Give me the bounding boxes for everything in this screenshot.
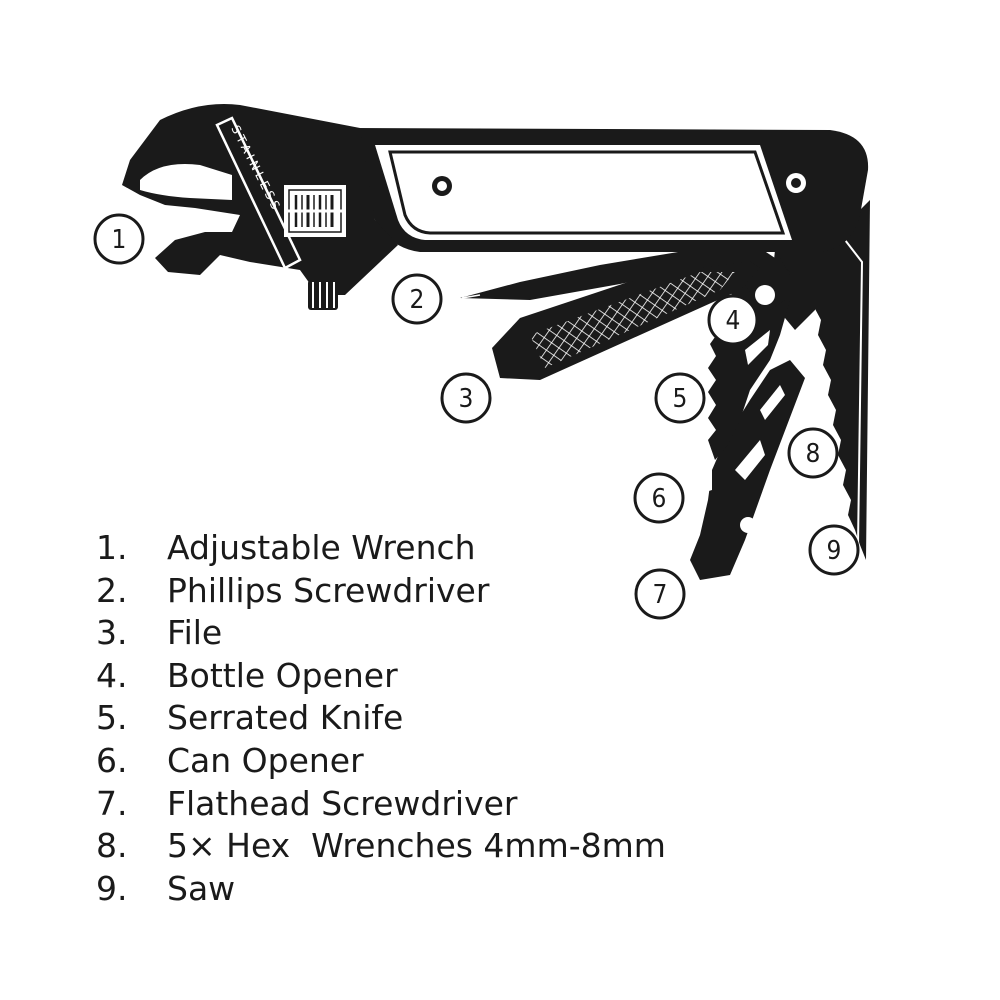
callout-9-number: 9	[827, 536, 842, 566]
adjustable-wrench: STAINLESS	[122, 104, 398, 310]
callout-3-number: 3	[459, 384, 474, 414]
legend-item: 5. Serrated Knife	[96, 697, 666, 740]
legend-item-label: Bottle Opener	[167, 655, 398, 695]
handle	[350, 128, 869, 252]
barcode-badge	[284, 185, 346, 237]
handle-rivet-right	[786, 173, 806, 193]
legend-item-number: 6.	[96, 740, 128, 780]
callout-4: 4	[707, 294, 759, 346]
callout-5: 5	[654, 372, 706, 424]
legend-item-number: 3.	[96, 613, 128, 653]
callout-5-number: 5	[673, 384, 688, 414]
legend-item-label: Adjustable Wrench	[167, 528, 476, 567]
wrench-worm-gear	[308, 280, 338, 310]
callout-9: 9	[808, 524, 860, 576]
file-tool	[492, 258, 760, 380]
callout-1-number: 1	[112, 225, 127, 255]
legend-item-number: 1.	[96, 528, 128, 567]
legend-item-label: Serrated Knife	[167, 698, 404, 738]
legend-item: 4. Bottle Opener	[96, 655, 666, 698]
handle-rivet-left	[432, 176, 452, 196]
legend-item-label: File	[167, 613, 223, 653]
legend-item-number: 5.	[96, 698, 128, 738]
callout-6-number: 6	[652, 484, 667, 514]
phillips-screwdriver	[460, 248, 775, 300]
legend-item: 8. 5× Hex Wrenches 4mm-8mm	[96, 825, 666, 868]
legend-item-label: Saw	[167, 868, 236, 908]
legend-item: 1. Adjustable Wrench	[96, 527, 666, 570]
callout-2-number: 2	[410, 285, 425, 315]
legend-item-label: Can Opener	[167, 740, 364, 780]
legend-item-number: 7.	[96, 783, 128, 823]
can-opener-tool	[686, 360, 805, 580]
callout-1: 1	[93, 213, 145, 265]
legend-item-label: Phillips Screwdriver	[167, 570, 490, 610]
legend-item-label: 5× Hex Wrenches 4mm-8mm	[167, 826, 666, 866]
saw-blade	[808, 200, 870, 560]
legend-item: 6. Can Opener	[96, 740, 666, 783]
callout-4-number: 4	[726, 306, 741, 336]
legend-item-number: 9.	[96, 868, 128, 908]
legend-item-label: Flathead Screwdriver	[167, 783, 518, 823]
callout-7-number: 7	[653, 580, 668, 610]
legend-item: 3. File	[96, 612, 666, 655]
callout-8-number: 8	[806, 439, 821, 469]
callout-8: 8	[787, 427, 839, 479]
legend-item: 2. Phillips Screwdriver	[96, 570, 666, 613]
callout-3: 3	[440, 372, 492, 424]
callout-6: 6	[633, 472, 685, 524]
legend-item-number: 4.	[96, 655, 128, 695]
legend-item: 7. Flathead Screwdriver	[96, 783, 666, 826]
legend-item-number: 2.	[96, 570, 128, 610]
legend-item-number: 8.	[96, 826, 128, 866]
legend-item: 9. Saw	[96, 868, 666, 911]
callout-7: 7	[634, 568, 686, 620]
callout-2: 2	[391, 273, 443, 325]
parts-legend: 1. Adjustable Wrench 2. Phillips Screwdriv…	[96, 527, 666, 910]
